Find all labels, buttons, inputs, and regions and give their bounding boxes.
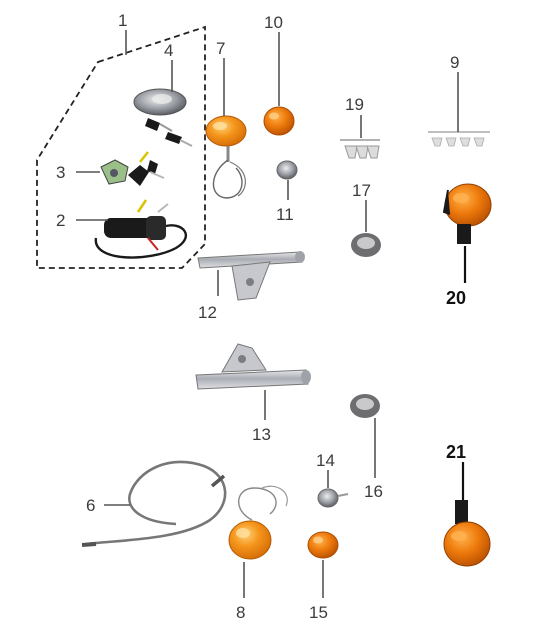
leader-lines [76,30,467,598]
ignition-kit-outline [36,25,206,269]
part-15-lens [307,531,339,559]
callout-11: 11 [276,205,294,224]
part-4-lock-cap [133,88,193,147]
part-13-bracket [195,343,311,390]
callout-numbers: 1 2 3 4 6 7 8 9 10 11 12 13 14 15 16 17 … [56,11,466,622]
callout-16: 16 [364,482,383,501]
callout-12: 12 [198,303,217,322]
callout-3: 3 [56,163,65,182]
part-16-grommet [350,394,380,418]
part-20-turn-signal [442,183,492,244]
callout-1: 1 [118,11,127,30]
callout-17: 17 [352,181,371,200]
part-8-turn-signal [228,485,288,560]
callout-13: 13 [252,425,271,444]
part-14-socket [317,488,349,508]
callout-20: 20 [446,288,466,308]
part-17-grommet [351,233,381,257]
callout-15: 15 [309,603,328,622]
part-2-ignition-switch [94,199,188,259]
part-21-turn-signal [443,500,491,567]
callout-7: 7 [216,39,225,58]
callout-6: 6 [86,496,95,515]
part-6-cable [81,460,227,547]
part-7-turn-signal [205,115,247,199]
part-19-bulb-set [340,139,380,159]
part-12-bracket [197,251,305,301]
callout-4: 4 [164,41,173,60]
callout-14: 14 [316,451,335,470]
part-11-grommet [276,160,298,180]
callout-9: 9 [450,53,459,72]
callout-10: 10 [264,13,283,32]
part-3-seat-lock [100,151,165,186]
callout-8: 8 [236,603,245,622]
part-10-lens [263,106,295,136]
callout-21: 21 [446,442,466,462]
part-9-bulb-set [428,131,490,147]
callout-19: 19 [345,95,364,114]
callout-2: 2 [56,211,65,230]
